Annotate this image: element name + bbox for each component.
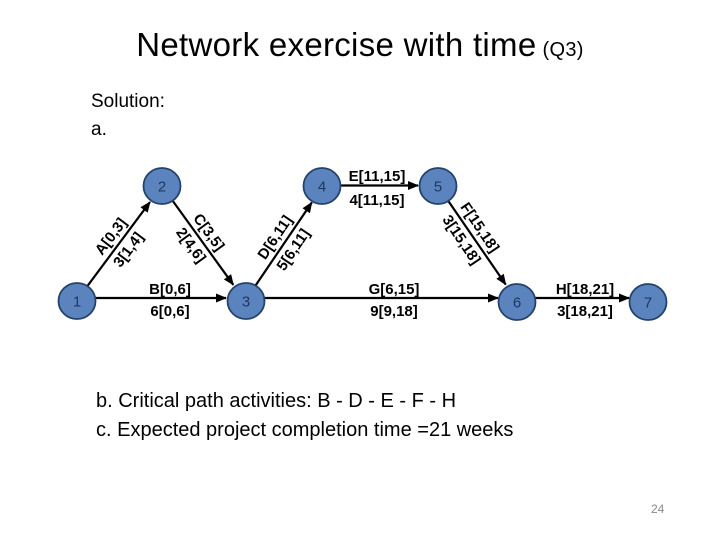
- note-critical-path: b. Critical path activities: B - D - E -…: [96, 390, 457, 412]
- node-7-number: 7: [644, 295, 652, 312]
- node-6-number: 6: [513, 295, 521, 312]
- node-1: 1: [57, 282, 97, 320]
- node-5: 5: [418, 167, 458, 205]
- node-1-number: 1: [73, 294, 81, 311]
- solution-block: Solution: a.: [91, 88, 165, 144]
- edge-e-bottom-label: 4[11,15]: [349, 192, 404, 209]
- edge-b-bottom-label: 6[0,6]: [150, 303, 189, 320]
- solution-label: Solution:: [91, 91, 165, 112]
- edge-g-top-label: G[6,15]: [369, 281, 420, 298]
- node-4-number: 4: [318, 179, 326, 196]
- notes-block: b. Critical path activities: B - D - E -…: [96, 387, 513, 445]
- node-1-circle: [57, 282, 97, 320]
- node-7: 7: [628, 283, 668, 321]
- edge-e-top-label: E[11,15]: [349, 168, 406, 185]
- edge-d-line: [244, 201, 313, 302]
- edge-c-line: [161, 185, 235, 286]
- node-6: 6: [497, 283, 537, 321]
- node-2-circle: [142, 167, 182, 205]
- slide-title: Network exercise with time(Q3): [0, 26, 720, 64]
- slide-title-suffix: (Q3): [542, 39, 584, 61]
- node-6-circle: [497, 283, 537, 321]
- node-7-circle: [628, 283, 668, 321]
- edge-a-line: [76, 201, 151, 301]
- slide-title-text: Network exercise with time: [136, 26, 537, 63]
- node-4-circle: [302, 167, 342, 205]
- page-number: 24: [651, 502, 665, 516]
- edge-h-top-label: H[18,21]: [556, 281, 614, 298]
- node-2: 2: [142, 167, 182, 205]
- node-5-circle: [418, 167, 458, 205]
- node-4: 4: [302, 167, 342, 205]
- edge-h-bottom-label: 3[18,21]: [557, 303, 613, 320]
- node-5-number: 5: [434, 179, 442, 196]
- part-a-label: a.: [91, 119, 107, 140]
- edge-b-top-label: B[0,6]: [149, 281, 191, 298]
- node-3: 3: [226, 282, 266, 320]
- note-completion-time: c. Expected project completion time =21 …: [96, 419, 514, 441]
- edge-g-bottom-label: 9[9,18]: [370, 303, 418, 320]
- node-2-number: 2: [158, 179, 166, 196]
- node-3-number: 3: [242, 294, 250, 311]
- node-3-circle: [226, 282, 266, 320]
- edge-f-line: [437, 185, 507, 286]
